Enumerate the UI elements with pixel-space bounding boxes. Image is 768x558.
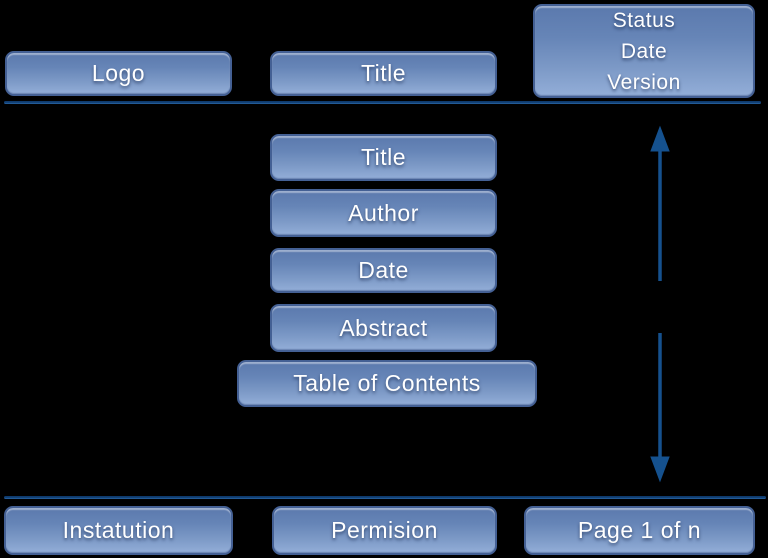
node-abstract: Abstract — [270, 304, 497, 352]
node-author-label: Author — [348, 199, 419, 226]
header-separator-rule — [4, 101, 761, 104]
node-logo: Logo — [5, 51, 232, 96]
node-permission-label: Permision — [331, 517, 438, 543]
date-line: Date — [620, 39, 668, 63]
node-date-label: Date — [358, 257, 409, 283]
version-line: Version — [607, 70, 681, 94]
vertical-double-arrow-icon — [650, 125, 670, 483]
node-header-title: Title — [270, 51, 497, 96]
status-line: Status — [612, 8, 676, 32]
node-page-number: Page 1 of n — [524, 506, 755, 555]
node-logo-label: Logo — [91, 60, 146, 86]
node-title: Title — [270, 134, 497, 181]
node-institution-label: Instatution — [62, 517, 175, 543]
node-status-date-version: Status Date Version — [533, 4, 755, 98]
footer-separator-rule — [4, 496, 766, 499]
node-title-label: Title — [360, 144, 407, 170]
node-table-of-contents: Table of Contents — [237, 360, 537, 407]
node-institution: Instatution — [4, 506, 233, 555]
node-page-number-label: Page 1 of n — [577, 517, 702, 543]
node-date: Date — [270, 248, 497, 293]
node-header-title-label: Title — [360, 60, 407, 86]
node-toc-label: Table of Contents — [293, 370, 481, 396]
node-abstract-label: Abstract — [339, 314, 428, 341]
node-author: Author — [270, 189, 497, 237]
node-permission: Permision — [272, 506, 497, 555]
